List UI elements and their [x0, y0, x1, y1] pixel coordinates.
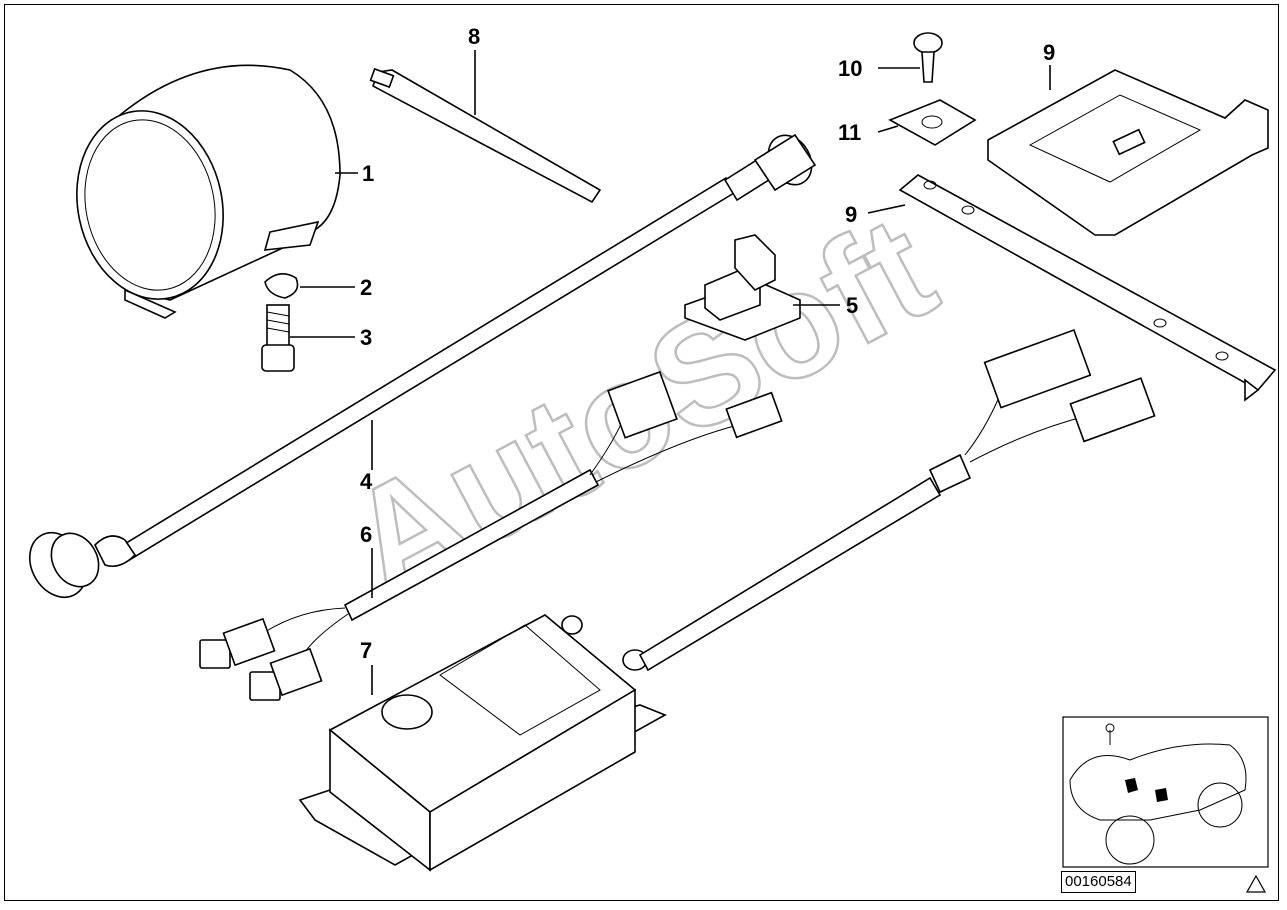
part-9-bracket-lower [898, 174, 1277, 402]
part-11-clip-nut [888, 99, 977, 146]
part-9-bracket-upper [987, 69, 1269, 236]
document-number: 00160584 [1061, 871, 1136, 893]
part-4-cable [28, 133, 817, 598]
callout-7: 7 [360, 638, 372, 663]
part-5-clip [684, 234, 801, 341]
callout-11: 11 [838, 120, 861, 145]
callout-8: 8 [468, 24, 480, 49]
part-2-washer [264, 273, 299, 299]
inset-motorcycle-thumbnail [1062, 716, 1269, 868]
callout-2: 2 [360, 275, 372, 300]
callout-5: 5 [846, 293, 858, 318]
callout-9-upper: 9 [1043, 40, 1055, 65]
leader-lines [290, 50, 1051, 695]
right-wiring-harness [928, 329, 1156, 494]
part-8-cable-tie [369, 67, 602, 204]
callout-9-lower: 9 [845, 202, 857, 227]
part-3-bolt [261, 304, 295, 372]
part-7-control-unit [298, 476, 942, 872]
callout-4: 4 [360, 469, 373, 494]
part-6-wiring-harness [199, 370, 783, 701]
callout-10: 10 [838, 56, 862, 81]
callout-1: 1 [362, 161, 374, 186]
callout-3: 3 [360, 325, 372, 350]
part-1-gauge-housing [76, 64, 341, 319]
part-10-screw [913, 32, 943, 83]
callout-6: 6 [360, 522, 372, 547]
